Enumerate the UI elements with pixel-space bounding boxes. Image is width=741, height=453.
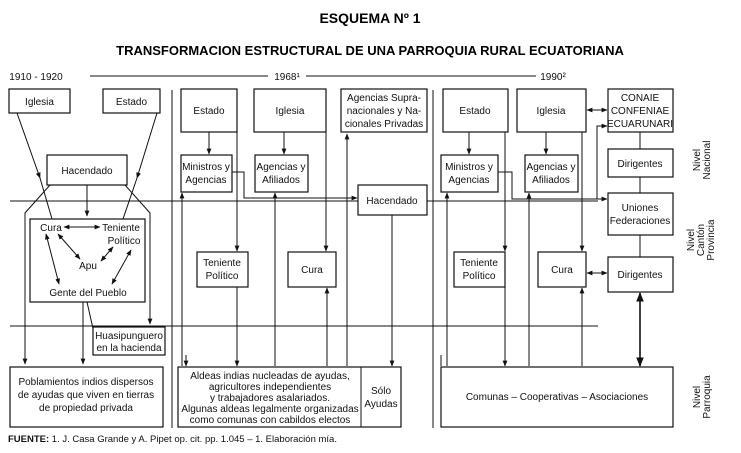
label-conaie: CONAIE <box>621 93 660 104</box>
label-dirigentes: Dirigentes <box>617 159 662 170</box>
level-parroquia: Parroquia <box>702 375 713 419</box>
label-conaie: CONFENIAE <box>611 106 670 117</box>
label-estado: Estado <box>193 106 225 117</box>
label-agencias: Afiliados <box>262 175 300 186</box>
box-cura <box>537 251 587 288</box>
box-ministros <box>440 154 499 193</box>
box-uniones <box>607 192 674 236</box>
box-iglesia <box>253 88 327 133</box>
label-bottom: Poblamientos indios dispersos <box>18 377 153 388</box>
label-agencias-supra: Agencias Supra- <box>347 93 421 104</box>
box-hacendado <box>46 154 128 186</box>
label-cura: Cura <box>40 223 62 234</box>
label-teniente: Político <box>463 271 496 282</box>
box-agencias <box>524 154 579 193</box>
label-iglesia: Iglesia <box>276 106 305 117</box>
timeline-1990: 1990² <box>540 72 566 83</box>
label-estado: Estado <box>116 97 148 108</box>
label-teniente: Teniente <box>102 223 140 234</box>
level-nacional: Nivel <box>692 149 703 171</box>
label-gente: Gente del Pueblo <box>49 288 127 299</box>
level-nacional: Nacional <box>702 141 713 180</box>
box-conaie <box>607 88 674 133</box>
label-hacendado: Hacendado <box>61 166 113 177</box>
label-hacendado: Hacendado <box>366 196 418 207</box>
label-bottom: de ayudas que viven en tierras <box>18 390 154 401</box>
box-poblamientos <box>9 366 164 428</box>
box-hacendado <box>357 184 428 216</box>
label-apu: Apu <box>79 261 97 272</box>
label-agencias-supra: cionales Privadas <box>345 119 423 130</box>
label-cura: Cura <box>551 265 573 276</box>
label-teniente: Político <box>108 236 141 247</box>
label-agencias-supra: nacionales y Na- <box>347 106 421 117</box>
label-ministros: Agencias <box>448 175 489 186</box>
label-bottom: como comunas con cabildos electos <box>190 415 351 426</box>
period-1990: Estado Iglesia CONAIE CONFENIAE ECUARUNA… <box>440 88 674 428</box>
box-agencias-supranacionales <box>340 88 428 133</box>
label-estado: Estado <box>459 106 491 117</box>
label-solo-ayudas: Ayudas <box>364 399 397 410</box>
box-teniente <box>453 251 506 288</box>
label-conaie: ECUARUNARI <box>607 119 673 130</box>
level-labels: Nivel Nacional Nivel Cantón Provincia Ni… <box>686 141 717 419</box>
label-agencias: Agencias y <box>257 162 306 173</box>
footer-label: FUENTE: <box>8 434 49 445</box>
label-agencias: Afiliados <box>532 175 570 186</box>
label-teniente: Político <box>206 271 239 282</box>
box-ministros <box>180 154 233 193</box>
box-dirigentes-local <box>607 256 674 293</box>
label-agencias: Agencias y <box>527 162 576 173</box>
label-iglesia: Iglesia <box>25 97 54 108</box>
label-huasipunguero: en la hacienda <box>96 343 161 354</box>
footer: FUENTE: 1. J. Casa Grande y A. Pipet op.… <box>8 434 337 445</box>
period-1910: Iglesia Estado Hacendado Cura Teniente P… <box>8 88 166 428</box>
label-ministros: Ministros y <box>182 162 230 173</box>
label-teniente: Teniente <box>203 258 241 269</box>
label-iglesia: Iglesia <box>537 106 566 117</box>
label-bottom: y trabajadores asalariados. <box>210 393 330 404</box>
label-cura: Cura <box>301 265 323 276</box>
box-aldeas <box>177 366 402 428</box>
label-uniones: Uniones <box>622 203 659 214</box>
box-comunas <box>440 366 674 428</box>
level-canton: Provincia <box>706 219 717 261</box>
box-estado <box>442 88 509 133</box>
footer-text: 1. J. Casa Grande y A. Pipet op. cit. pp… <box>49 434 337 445</box>
box-estado <box>180 88 238 133</box>
box-dirigentes-nacional <box>607 148 674 178</box>
label-uniones: Federaciones <box>610 216 671 227</box>
label-bottom: agricultores independientes <box>209 382 331 393</box>
box-iglesia <box>8 88 71 114</box>
label-teniente: Teniente <box>460 258 498 269</box>
box-cura <box>287 251 337 288</box>
box-teniente <box>196 251 249 288</box>
label-bottom: Algunas aldeas legalmente organizadas <box>181 404 358 415</box>
level-canton: Cantón <box>696 224 707 256</box>
label-solo-ayudas: Sólo <box>371 386 391 397</box>
level-canton: Nivel <box>686 229 697 251</box>
timeline-1968: 1968¹ <box>274 72 300 83</box>
diagram-title: ESQUEMA Nº 1 <box>319 10 420 26</box>
label-bottom: de propiedad privada <box>39 403 133 414</box>
level-parroquia: Nivel <box>692 386 703 408</box>
box-huasipunguero <box>92 326 166 356</box>
label-dirigentes: Dirigentes <box>617 270 662 281</box>
label-bottom: Comunas – Cooperativas – Asociaciones <box>466 392 648 403</box>
label-ministros: Ministros y <box>445 162 493 173</box>
box-estado <box>102 88 161 114</box>
label-huasipunguero: Huasipunguero <box>95 331 163 342</box>
label-ministros: Agencias <box>185 175 226 186</box>
period-1968: Estado Iglesia Agencias Supra- nacionale… <box>177 88 598 428</box>
timeline-1910: 1910 - 1920 <box>9 72 63 83</box>
diagram-subtitle: TRANSFORMACION ESTRUCTURAL DE UNA PARROQ… <box>116 43 624 58</box>
box-agencias <box>254 154 309 193</box>
timeline: 1910 - 1920 1968¹ 1990² <box>9 72 566 83</box>
box-iglesia <box>516 88 587 133</box>
label-bottom: Aldeas indias nucleadas de ayudas, <box>190 371 350 382</box>
